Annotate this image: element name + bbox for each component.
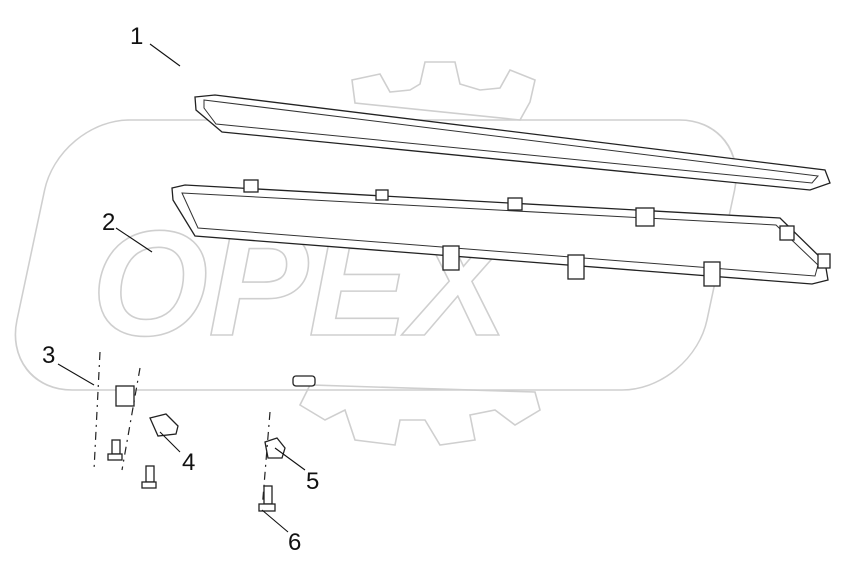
part-4-clip [107,413,179,489]
part-3-bracket [93,351,141,471]
cover-bosses [243,179,831,287]
leader-4 [159,431,181,453]
leader-1 [149,43,181,67]
leader-3 [57,363,95,386]
leader-6 [261,509,289,533]
part-2-cover [171,179,831,387]
callout-4: 4 [182,449,195,476]
leader-5 [274,447,306,471]
callout-2: 2 [102,209,115,236]
callout-6: 6 [288,529,301,556]
leader-lines [57,43,306,533]
part-1-gasket [194,94,831,191]
leader-2 [115,227,153,253]
callout-1: 1 [130,23,143,50]
callouts: 1 2 3 4 5 6 [42,23,319,556]
callout-3: 3 [42,342,55,369]
part-6-bolt [258,485,276,512]
callout-5: 5 [306,468,319,495]
